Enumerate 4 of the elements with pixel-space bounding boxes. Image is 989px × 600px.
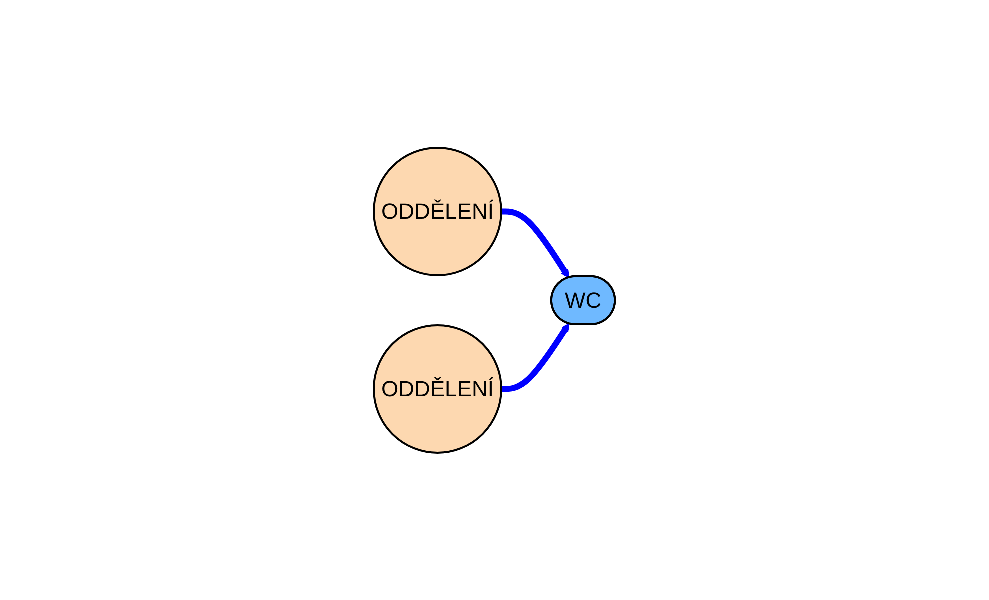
- arrow: [501, 323, 570, 392]
- node-circle: ODDĚLENÍ: [372, 146, 502, 276]
- arrow: [501, 208, 570, 278]
- node-circle: ODDĚLENÍ: [372, 324, 502, 454]
